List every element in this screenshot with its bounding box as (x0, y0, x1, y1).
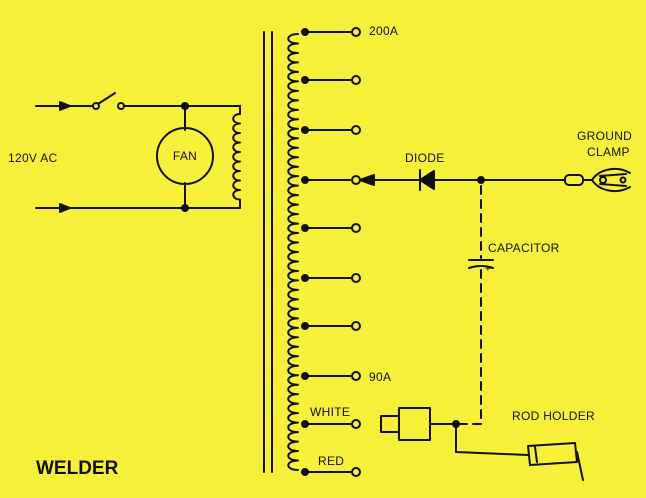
junction-dot (181, 204, 189, 212)
capacitor-plus-label: + (485, 264, 491, 275)
secondary-taps (301, 27, 361, 477)
tap-junction-dot (301, 372, 309, 380)
tap-junction-dot (301, 468, 309, 476)
tap-junction-dot (301, 76, 309, 84)
tap-terminal (351, 273, 361, 283)
rod-holder-label: ROD HOLDER (512, 409, 595, 423)
tap-junction-dot (301, 28, 309, 36)
tap-arrow (359, 174, 375, 186)
tap-junction-dot (301, 420, 309, 428)
tap-junction-dot (301, 224, 309, 232)
tap-junction-dot (301, 322, 309, 330)
rod-holder-icon (527, 442, 584, 481)
capacitor-dashed-line (455, 185, 482, 425)
ground-clamp-label-line1: GROUND (577, 129, 632, 143)
input-voltage-label: 120V AC (8, 151, 58, 165)
red-tap-label: RED (318, 454, 344, 468)
white-tap-label: WHITE (310, 405, 350, 419)
tap-terminal (351, 175, 361, 185)
tap-junction-dot (301, 176, 309, 184)
tap-terminal (351, 419, 361, 429)
input-arrow-bottom (59, 203, 71, 213)
capacitor-label: CAPACITOR (488, 241, 560, 255)
input-arrow-top (59, 101, 71, 111)
tap-junction-dot (301, 126, 309, 134)
diode-label: DIODE (405, 151, 445, 165)
diode-symbol (419, 169, 435, 191)
junction-dot (477, 176, 485, 184)
tap-junction-dot (301, 274, 309, 282)
input-switch (92, 92, 125, 110)
tap-terminal (351, 321, 361, 331)
tap-terminal (351, 371, 361, 381)
diagram-title: WELDER (36, 458, 119, 479)
tap-label-low: 90A (369, 370, 391, 384)
tap-terminal (351, 125, 361, 135)
junction-dot (181, 102, 189, 110)
fan-symbol (156, 127, 214, 185)
tap-label-top: 200A (369, 24, 398, 38)
fan-label: FAN (173, 149, 197, 163)
capacitor-symbol (468, 259, 494, 269)
tap-terminal (351, 75, 361, 85)
transformer-core (263, 31, 273, 473)
tap-terminal (351, 27, 361, 37)
primary-coil (232, 105, 241, 209)
secondary-coil (287, 33, 299, 471)
ground-clamp-icon (564, 167, 631, 193)
ground-clamp-label-line2: CLAMP (587, 145, 630, 159)
rod-holder-wire (455, 423, 529, 456)
connector-plug (380, 407, 457, 441)
tap-terminal (351, 223, 361, 233)
tap-terminal (351, 467, 361, 477)
